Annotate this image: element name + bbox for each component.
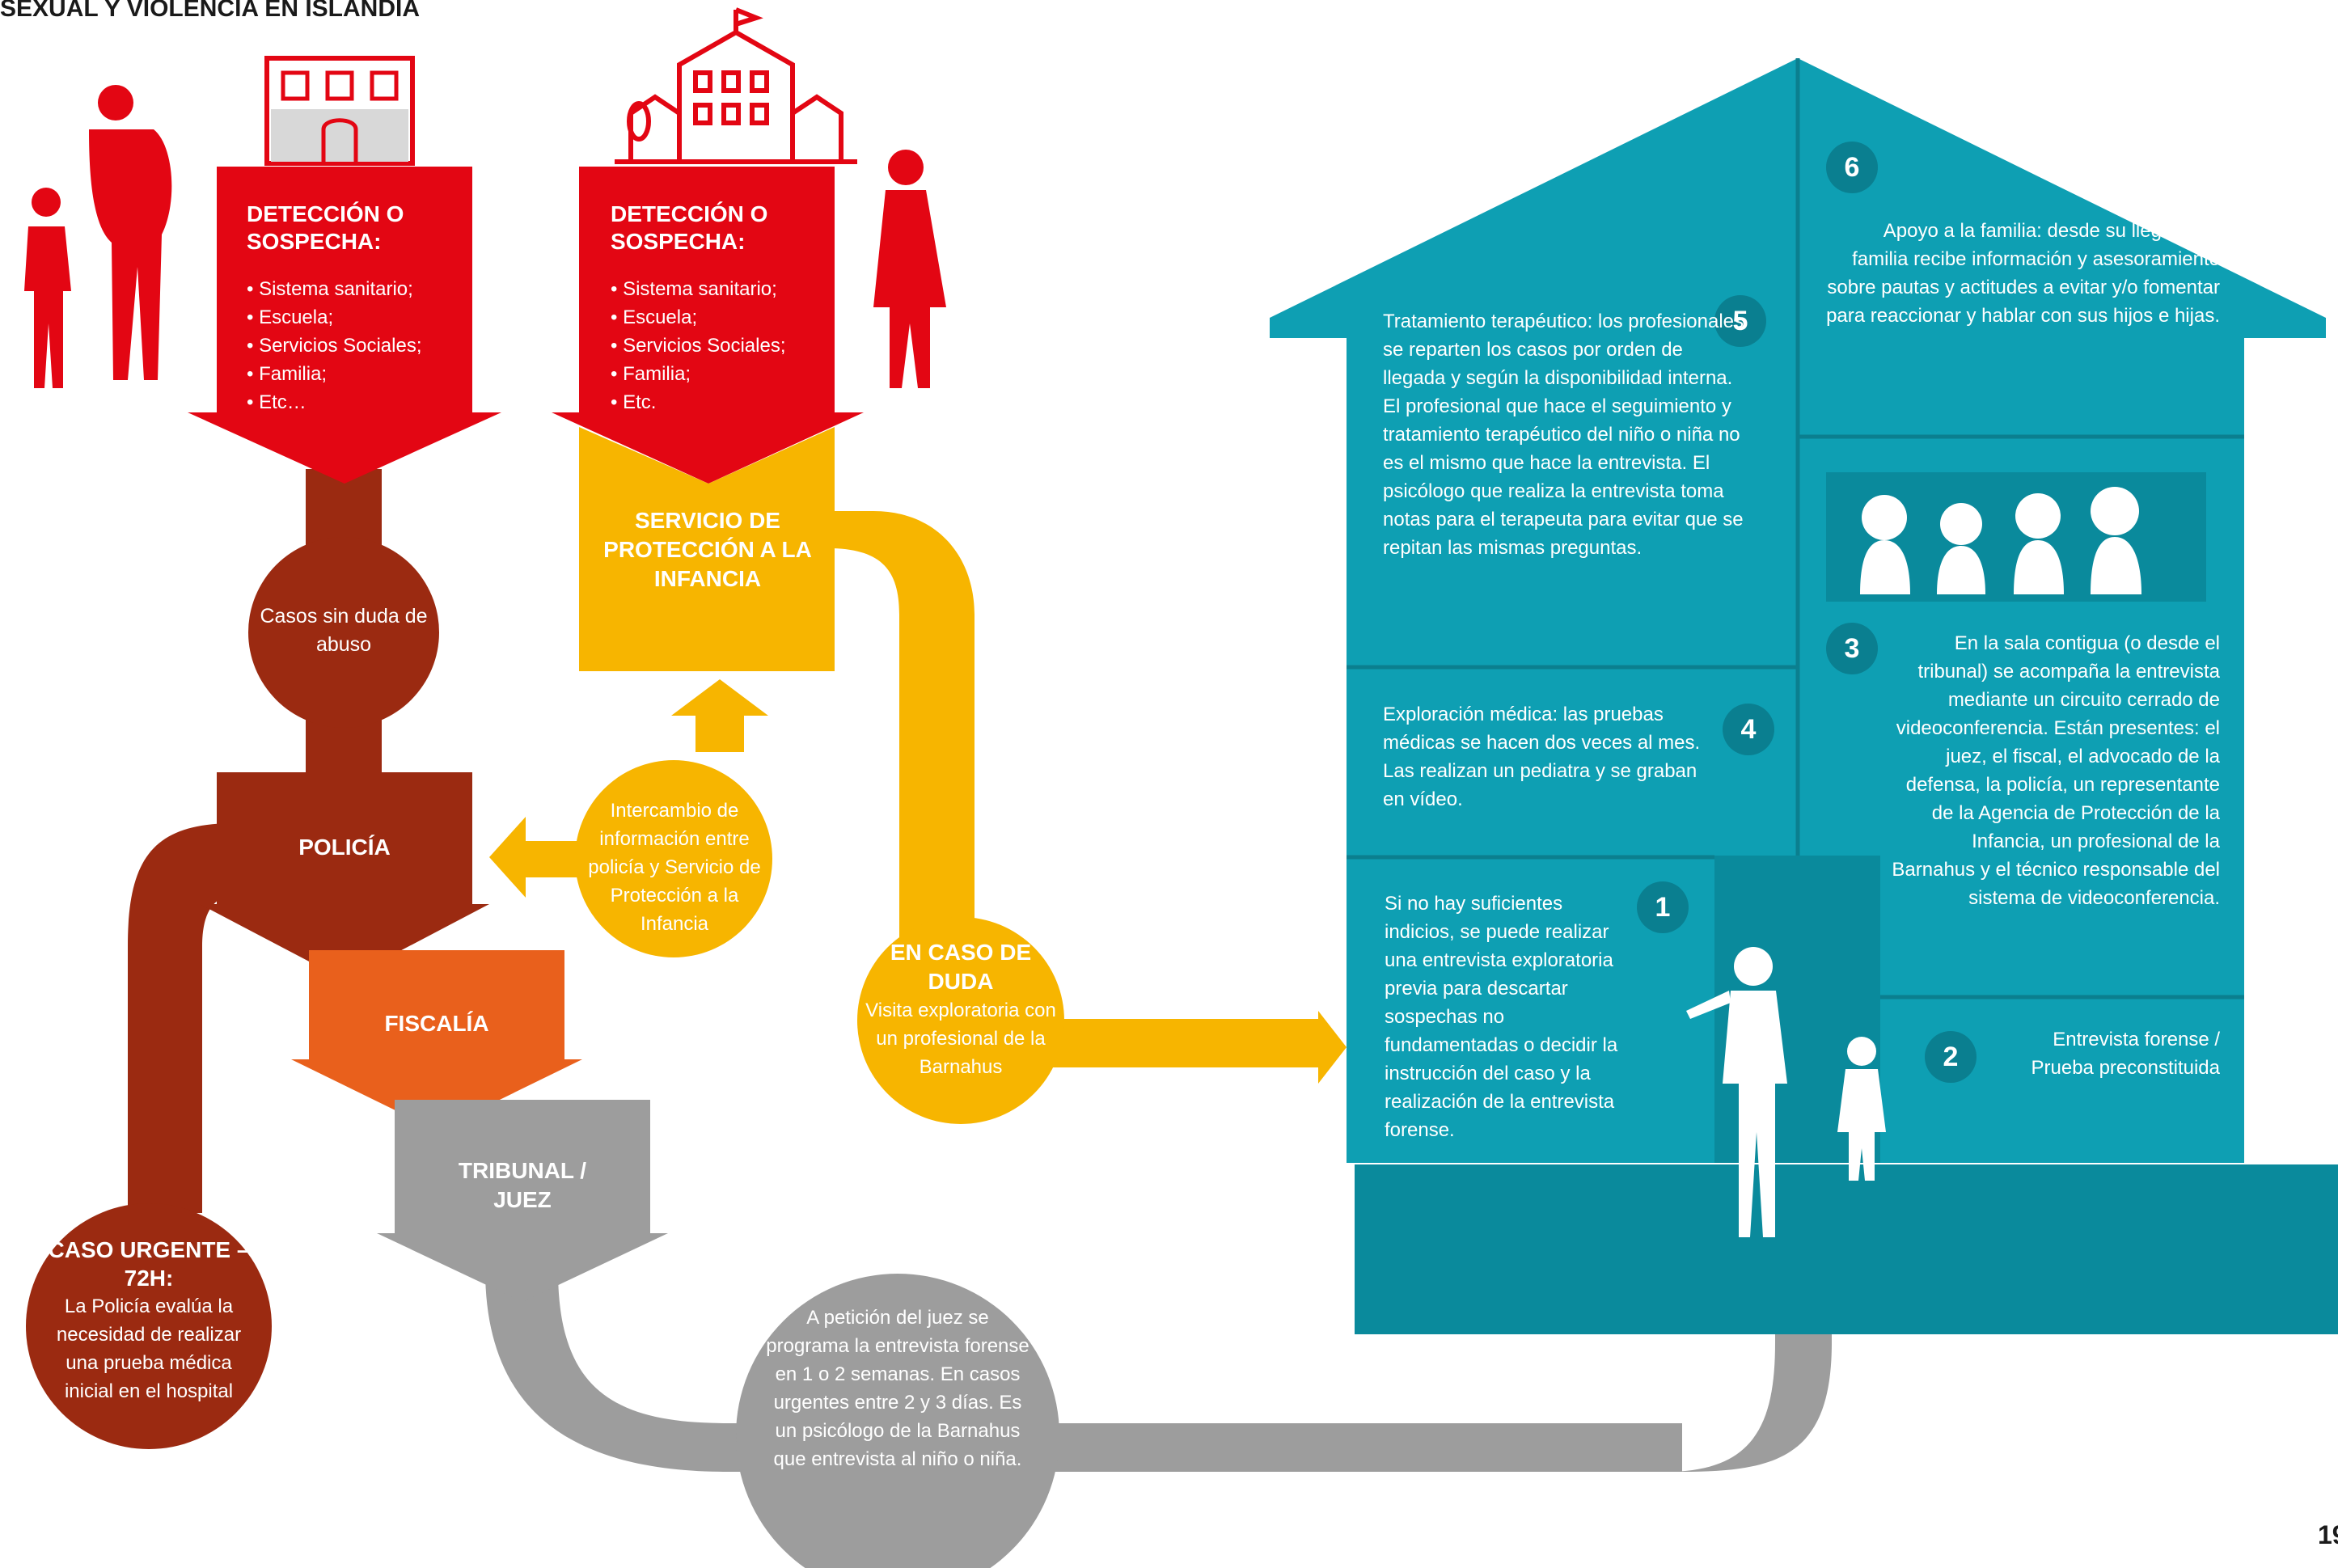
girl-silhouette-icon	[873, 150, 946, 388]
list-item: Familia;	[611, 360, 829, 388]
arrow-policia	[200, 772, 489, 980]
arrow-yellow-left	[489, 817, 582, 898]
step-4-badge: 4	[1723, 704, 1774, 755]
family-silhouette-icon	[1686, 947, 1886, 1237]
list-item: Escuela;	[247, 303, 465, 332]
step-4-text: Exploración médica: las pruebas médicas …	[1383, 704, 1701, 810]
detection-1-box: DETECCIÓN O SOSPECHA: Sistema sanitario;…	[247, 201, 465, 416]
house-foundation	[1355, 1164, 2244, 1334]
detection-2-heading: DETECCIÓN O SOSPECHA:	[611, 201, 768, 254]
peticion-text: A petición del juez se programa la entre…	[766, 1307, 1029, 1470]
step-1-badge: 1	[1637, 881, 1689, 933]
fiscalia-label: FISCALÍA	[384, 1011, 489, 1036]
school-icon	[264, 56, 415, 166]
intercambio-text: Intercambio de información entre policía…	[588, 800, 761, 935]
caso-urgente-text: La Policía evalúa la necesidad de realiz…	[56, 1295, 242, 1402]
page-number: 19	[2318, 1520, 2338, 1549]
building-icon	[615, 7, 857, 164]
circle-en-caso	[857, 917, 1064, 1124]
step-3-text: En la sala contigua (o desde el tribunal…	[1892, 632, 2220, 909]
list-item: Servicios Sociales;	[247, 332, 465, 360]
list-item: Sistema sanitario;	[611, 275, 829, 303]
circle-urgente	[26, 1203, 272, 1449]
step-2-text: Entrevista forense / Prueba preconstitui…	[2031, 1029, 2220, 1079]
page-title: SEXUAL Y VIOLENCIA EN ISLANDIA	[0, 0, 420, 22]
step-1-text: Si no hay suficientes indicios, se puede…	[1385, 893, 1618, 1141]
caso-urgente-box: CASO URGENTE – 72H: La Policía evalúa la…	[42, 1236, 256, 1405]
arrow-yellow-up	[671, 679, 768, 752]
step-3-badge: 3	[1826, 623, 1878, 674]
adult-child-silhouette-icon	[24, 85, 172, 388]
arrow-fiscalia	[291, 950, 582, 1131]
list-item: Etc.	[611, 388, 829, 416]
en-caso-heading: EN CASO DE DUDA	[890, 940, 1032, 994]
step-5-text: Tratamiento terapéutico: los profesional…	[1383, 311, 1744, 559]
step-6-badge: 6	[1826, 142, 1878, 193]
pipe-gray	[485, 1270, 1682, 1472]
list-item: Sistema sanitario;	[247, 275, 465, 303]
circle-sin-duda	[248, 537, 439, 728]
tribunal-label: TRIBUNAL / JUEZ	[458, 1158, 587, 1212]
arrow-tribunal	[377, 1100, 668, 1302]
pipe-yellow	[833, 511, 975, 1051]
circle-peticion	[736, 1274, 1059, 1568]
servicio-label: SERVICIO DE PROTECCIÓN A LA INFANCIA	[603, 508, 812, 591]
en-caso-box: EN CASO DE DUDA Visita exploratoria con …	[864, 938, 1058, 1081]
list-item: Etc…	[247, 388, 465, 416]
sin-duda-text: Casos sin duda de abuso	[260, 605, 428, 656]
pipe-urgent	[128, 823, 243, 1213]
circle-intercambio	[575, 760, 772, 957]
list-item: Escuela;	[611, 303, 829, 332]
en-caso-text: Visita exploratoria con un profesional d…	[865, 1000, 1056, 1078]
step-5-badge: 5	[1714, 295, 1766, 347]
arrow-yellow-right	[1318, 1011, 1347, 1084]
list-item: Familia;	[247, 360, 465, 388]
policia-label: POLICÍA	[298, 835, 391, 860]
video-people-icon	[1860, 487, 2141, 594]
list-item: Servicios Sociales;	[611, 332, 829, 360]
detection-2-list: Sistema sanitario; Escuela; Servicios So…	[611, 275, 829, 416]
detection-1-heading: DETECCIÓN O SOSPECHA:	[247, 201, 404, 254]
block-servicio	[579, 427, 835, 671]
detection-1-list: Sistema sanitario; Escuela; Servicios So…	[247, 275, 465, 416]
detection-2-box: DETECCIÓN O SOSPECHA: Sistema sanitario;…	[611, 201, 829, 416]
caso-urgente-heading: CASO URGENTE – 72H:	[48, 1237, 250, 1291]
step-2-badge: 2	[1925, 1031, 1977, 1083]
step-6-text: Apoyo a la familia: desde su llegada, la…	[1826, 220, 2220, 327]
